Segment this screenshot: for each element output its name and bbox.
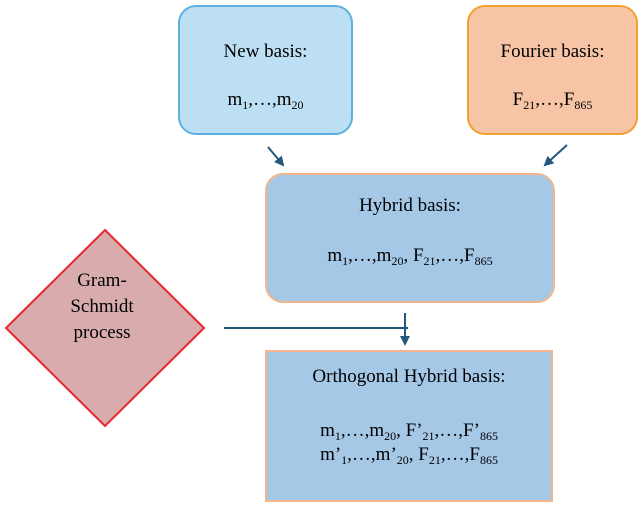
gram-schmidt-line3: process [73,322,131,343]
gram-schmidt-line1: Gram- [77,270,127,291]
fourier-basis-box: Fourier basis: F21,…,F865 [467,5,638,135]
orthogonal-basis-line1: m1,…,m20, F’21,…,F’865 [320,420,498,443]
fourier-basis-title: Fourier basis: [500,41,605,62]
fourier-basis-range: F21,…,F865 [512,89,593,112]
orthogonal-basis-line2: m’1,…,m’20, F21,…,F865 [320,444,498,467]
hybrid-basis-box: Hybrid basis: m1,…,m20, F21,…,F865 [265,173,555,303]
orthogonal-hybrid-basis-box: Orthogonal Hybrid basis: m1,…,m20, F’21,… [265,350,553,502]
gram-schmidt-line2: Schmidt [70,296,134,317]
gram-schmidt-diamond [4,228,206,428]
new-basis-range: m1,…,m20 [227,89,304,112]
orthogonal-hybrid-basis-title: Orthogonal Hybrid basis: [312,366,506,387]
hybrid-basis-title: Hybrid basis: [359,195,461,216]
new-basis-title: New basis: [223,41,308,62]
new-basis-box: New basis: m1,…,m20 [178,5,353,135]
hybrid-basis-range: m1,…,m20, F21,…,F865 [327,245,493,268]
arrow-new-to-hybrid [267,146,285,167]
gram-schmidt-label: Gram- Schmidt process [50,268,154,346]
arrow-fourier-to-hybrid [543,144,568,167]
